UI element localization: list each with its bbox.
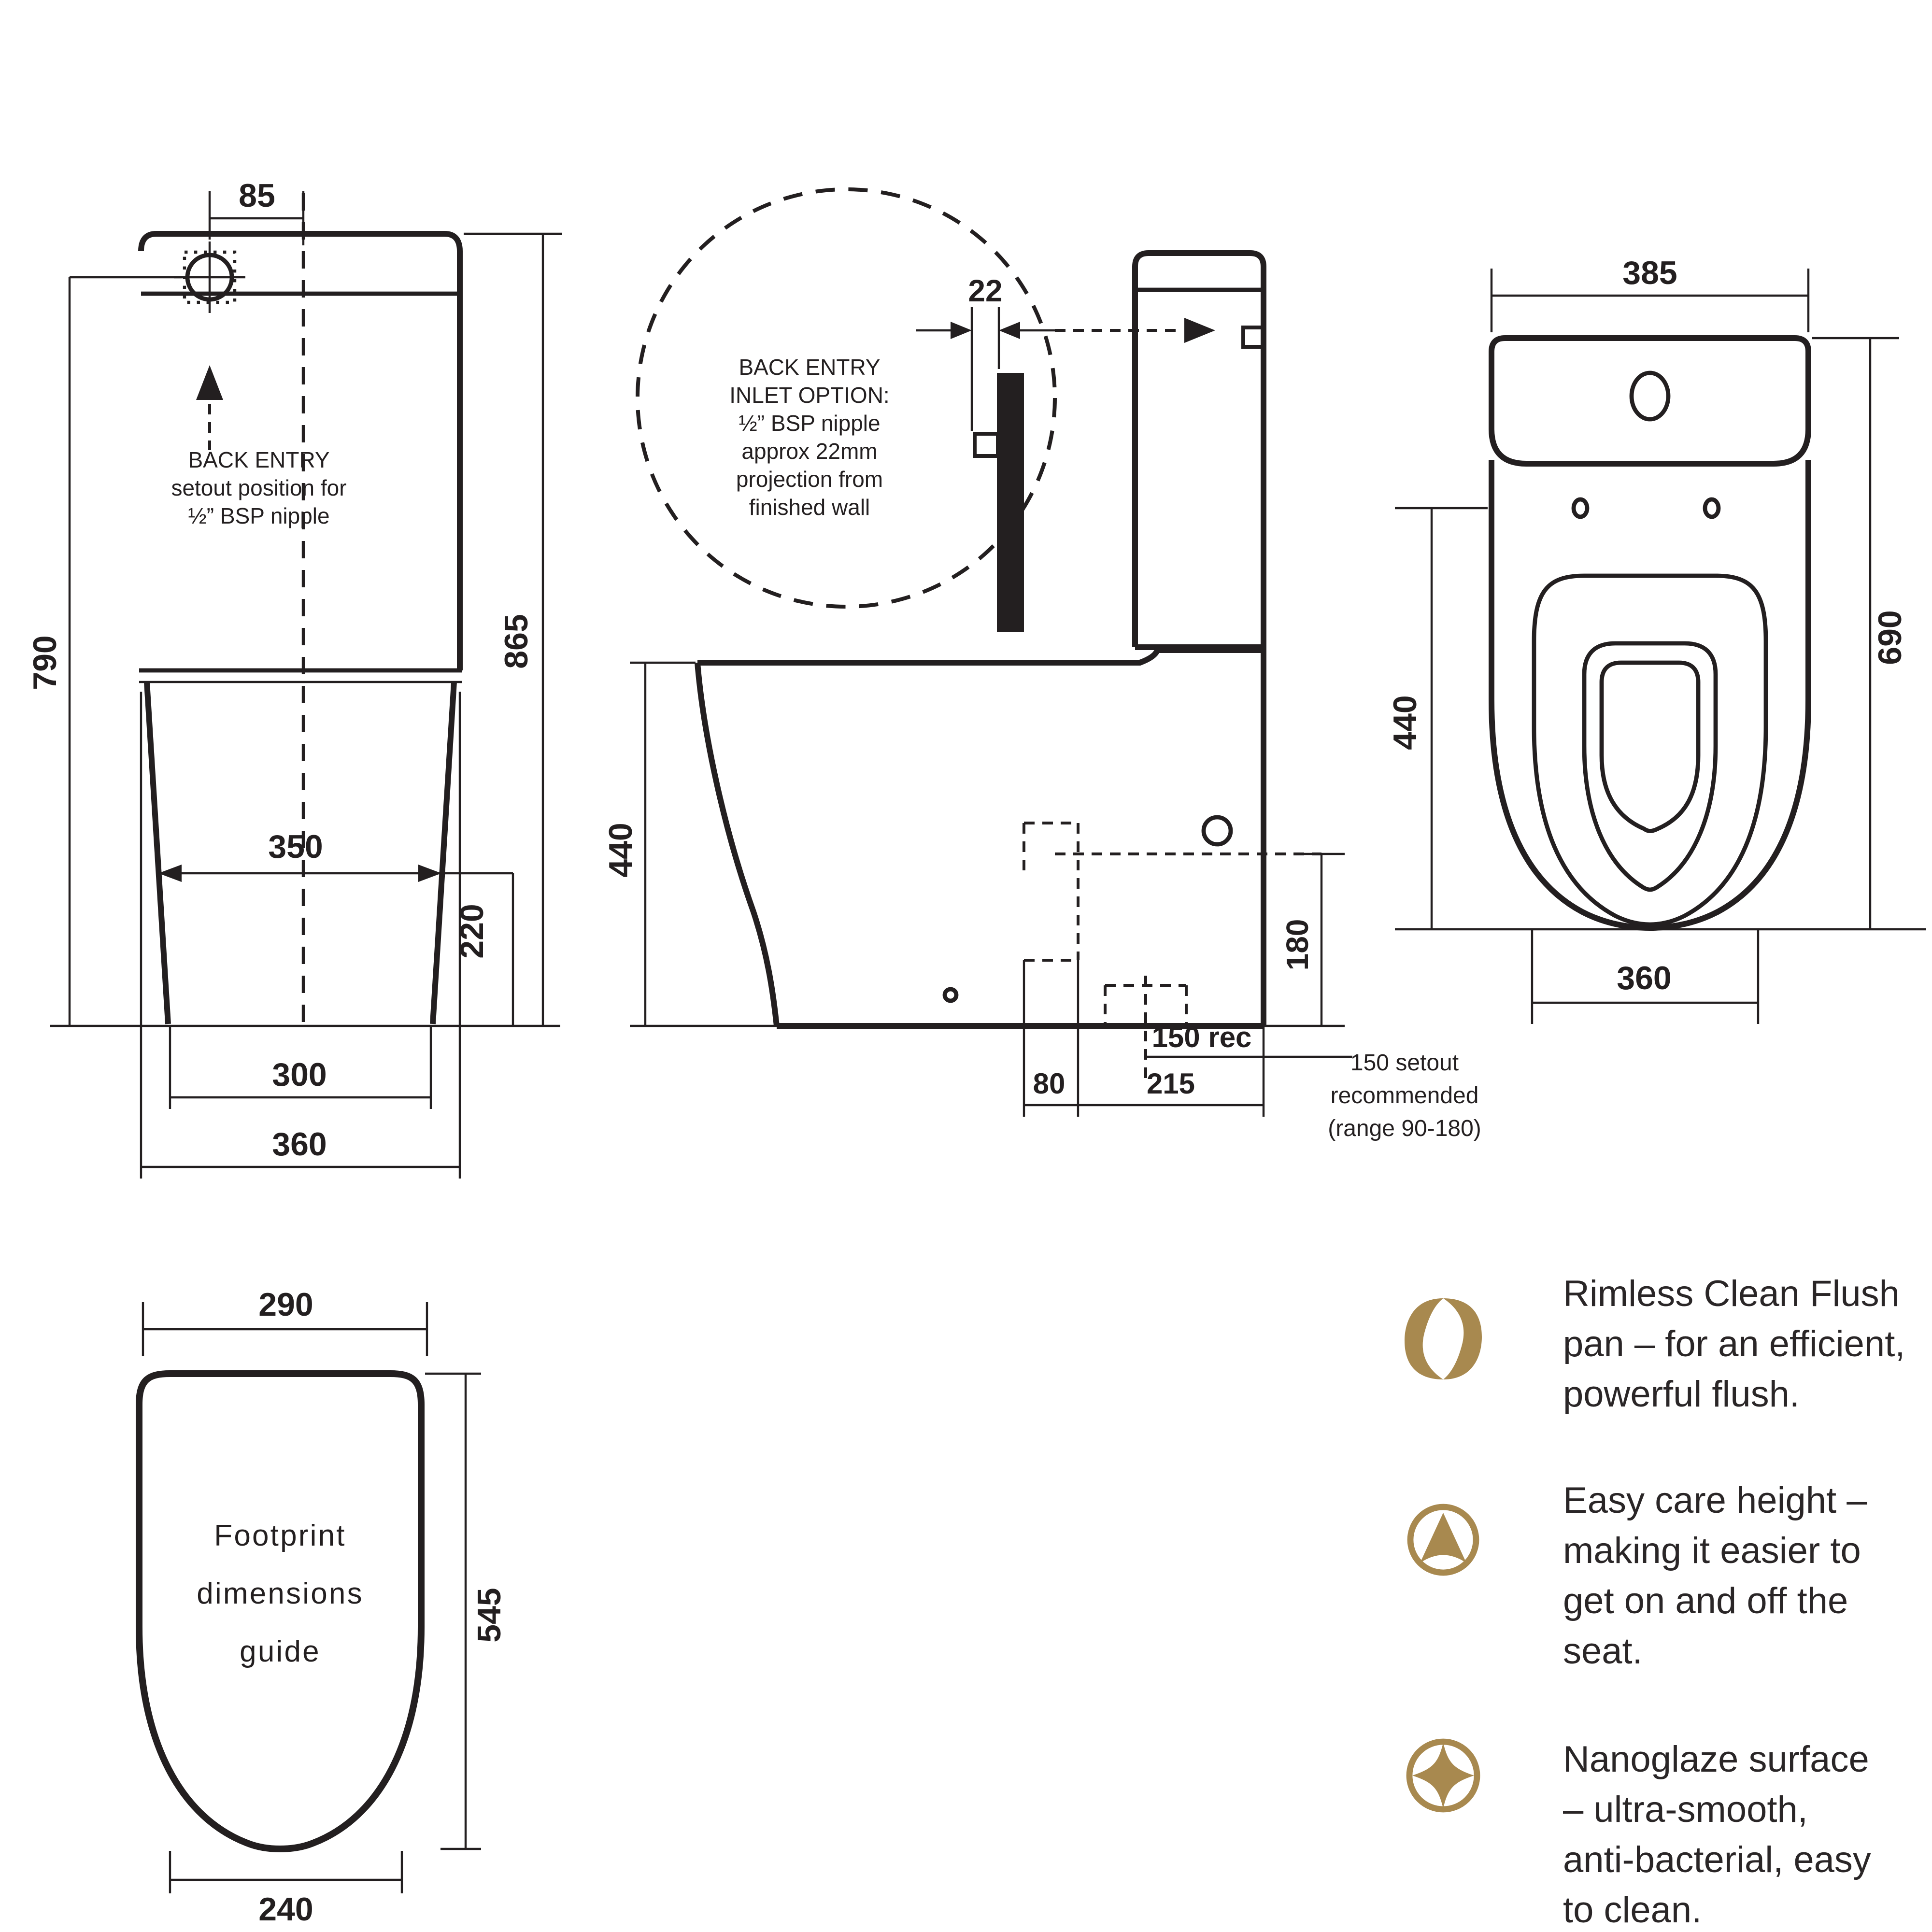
cistern-side-outline — [1132, 250, 1266, 647]
inlet-note-5: projection from — [736, 467, 883, 492]
inlet-note-4: approx 22mm — [741, 439, 877, 464]
detail-circle — [636, 187, 1057, 609]
seat-inner — [1582, 641, 1718, 892]
fixing-hole — [942, 987, 959, 1003]
feature-3-line-2: – ultra-smooth, — [1563, 1789, 1808, 1830]
dim-690: 690 — [1872, 610, 1908, 665]
dim-215: 215 — [1147, 1067, 1195, 1100]
dim-80: 80 — [1033, 1067, 1065, 1100]
footprint-label-2: dimensions — [197, 1577, 364, 1610]
footprint-view: Footprint dimensions guide 290 545 240 — [136, 1286, 508, 1928]
dim-545: 545 — [471, 1588, 508, 1642]
feature-2-line-4: seat. — [1563, 1631, 1643, 1672]
dim-360-top: 360 — [1617, 960, 1671, 996]
feature-2-line-3: get on and off the — [1563, 1580, 1848, 1621]
dim-300: 300 — [272, 1056, 327, 1093]
setout-note-1: 150 setout — [1350, 1050, 1459, 1076]
flush-button — [1629, 370, 1671, 422]
footprint-label-3: guide — [240, 1635, 321, 1668]
dim-290: 290 — [258, 1286, 313, 1323]
dim-790: 790 — [27, 635, 63, 690]
tank-outline — [138, 231, 463, 670]
inlet-note-6: finished wall — [749, 495, 870, 520]
pan-front-profile — [695, 662, 780, 1026]
dim-240: 240 — [258, 1891, 313, 1928]
dim-180: 180 — [1280, 919, 1315, 971]
up-arrow-icon — [196, 365, 223, 400]
plan-pan-outline — [1489, 460, 1811, 931]
dim-440-side: 440 — [602, 823, 639, 877]
setout-note-2: recommended — [1331, 1083, 1479, 1108]
hinge-hole-right — [1703, 497, 1721, 519]
pan-left-edge — [144, 682, 171, 1024]
feature-1-line-2: pan – for an efficient, — [1563, 1323, 1905, 1364]
feature-3-line-1: Nanoglaze surface — [1563, 1739, 1869, 1780]
dim-350: 350 — [268, 828, 323, 865]
feature-3-line-4: to clean. — [1563, 1889, 1702, 1931]
easy-height-peak-icon — [1407, 1504, 1479, 1576]
dim22-arrow-left — [951, 322, 972, 339]
feature-2-line-1: Easy care height – — [1563, 1480, 1867, 1521]
dim-85: 85 — [239, 177, 275, 214]
dim-440-top: 440 — [1387, 695, 1423, 750]
hole-dotted-box — [183, 250, 237, 304]
pan-top-back — [697, 647, 1266, 1026]
water-area — [1599, 660, 1701, 833]
setout-note-3: (range 90-180) — [1328, 1116, 1481, 1141]
dim-385: 385 — [1622, 255, 1677, 291]
dim-865: 865 — [498, 614, 535, 668]
features-panel: Rimless Clean Flush pan – for an efficie… — [1405, 1273, 1905, 1931]
finished-wall-bar — [997, 373, 1024, 632]
dim350-arrow-left — [158, 865, 182, 882]
feature-2-line-2: making it easier to — [1563, 1530, 1861, 1571]
rimless-flush-swirl-icon — [1405, 1298, 1482, 1379]
leader-arrow — [1184, 318, 1215, 343]
pan-right-edge — [430, 682, 457, 1024]
inlet-note-3: ½” BSP nipple — [739, 411, 880, 436]
inlet-circle — [1201, 815, 1233, 847]
back-inlet-square — [1241, 326, 1264, 349]
seat-outer — [1532, 573, 1768, 927]
bsp-nipple-square — [973, 432, 1000, 458]
footprint-label-1: Footprint — [214, 1519, 346, 1552]
plan-cistern-outline — [1489, 335, 1811, 467]
back-entry-note-2: setout position for — [171, 475, 346, 500]
dim350-arrow-right — [418, 865, 441, 882]
dim-150-rec: 150 rec — [1152, 1021, 1252, 1053]
dim22-arrow-right — [999, 322, 1020, 339]
feature-1-line-1: Rimless Clean Flush — [1563, 1273, 1900, 1314]
back-entry-note-1: BACK ENTRY — [188, 447, 329, 472]
footprint-outline — [136, 1370, 425, 1852]
top-view: 385 690 440 360 — [1387, 255, 1926, 1024]
nanoglaze-sparkle-icon — [1406, 1738, 1480, 1813]
feature-3-line-3: anti-bacterial, easy — [1563, 1839, 1871, 1880]
inlet-note-2: INLET OPTION: — [729, 383, 889, 408]
back-entry-note-3: ½” BSP nipple — [188, 503, 329, 528]
front-view: 85 BACK ENTRY setout position for ½” BSP… — [27, 177, 562, 1179]
dim-22: 22 — [968, 273, 1002, 308]
inlet-dashed-box — [1023, 822, 1080, 962]
inlet-note-1: BACK ENTRY — [739, 355, 880, 380]
feature-1-line-3: powerful flush. — [1563, 1374, 1800, 1415]
hinge-hole-left — [1571, 497, 1590, 519]
dim-360: 360 — [272, 1126, 327, 1163]
side-view: BACK ENTRY INLET OPTION: ½” BSP nipple a… — [602, 187, 1481, 1141]
